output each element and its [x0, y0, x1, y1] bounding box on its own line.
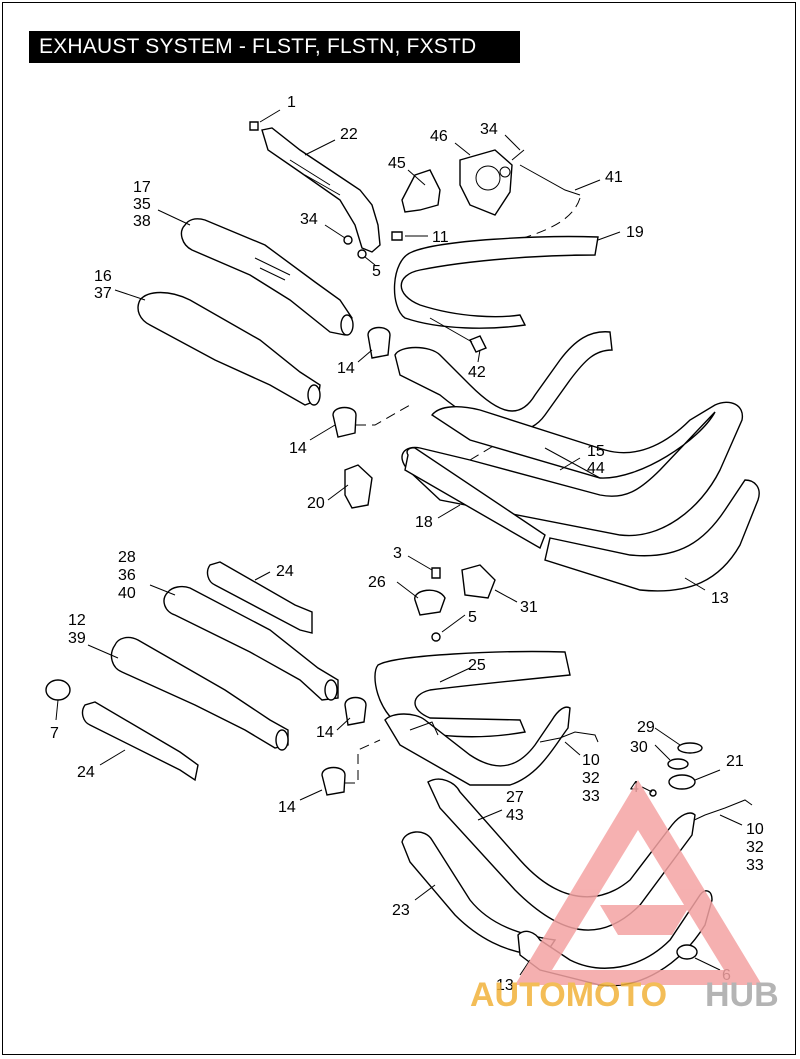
callout-16: 16: [94, 268, 112, 285]
callout-37: 37: [94, 285, 112, 302]
band-clamp-7: [45, 679, 71, 701]
callout-45: 45: [388, 155, 406, 172]
callout-24b: 24: [77, 764, 95, 781]
callout-14b: 14: [289, 440, 307, 457]
shield-18: [404, 447, 546, 550]
pipe-19: [393, 235, 599, 329]
shield-24a: [206, 561, 313, 634]
callout-12: 12: [68, 612, 86, 629]
callout-43: 43: [506, 807, 524, 824]
clamp-14d: [321, 766, 346, 796]
callout-15: 15: [587, 443, 605, 460]
callout-34b: 34: [300, 211, 318, 228]
shield-24b: [81, 701, 199, 782]
callout-33a: 33: [582, 788, 600, 805]
callout-7: 7: [50, 725, 59, 742]
callout-14c: 14: [316, 724, 334, 741]
watermark-text-hub: HUB: [705, 976, 779, 1014]
callout-44: 44: [587, 460, 605, 477]
cable-41: [519, 164, 581, 196]
callout-5: 5: [372, 263, 381, 280]
callout-31: 31: [520, 599, 538, 616]
watermark-triangle-icon: [515, 780, 762, 985]
muffler-12: [110, 636, 289, 749]
collector-pipe: [394, 331, 613, 432]
callout-28: 28: [118, 549, 136, 566]
o2-sensor-10a: [539, 731, 599, 743]
ring-29: [677, 742, 703, 754]
clamp-14b: [332, 406, 357, 438]
o2-sensor-10b: [689, 799, 753, 823]
bracket-22: [261, 127, 381, 253]
clamp-14a: [367, 326, 391, 359]
callout-33b: 33: [746, 857, 764, 874]
clamp-14c: [344, 696, 367, 726]
clamp-6: [676, 944, 698, 960]
pipe-15: [401, 401, 744, 537]
gasket-21: [668, 774, 696, 790]
bracket-20: [344, 464, 373, 509]
watermark-logo: AUTOMOTO HUB: [470, 780, 779, 1014]
callout-20: 20: [307, 495, 325, 512]
clamp-26: [414, 589, 446, 616]
ring-30: [667, 758, 689, 770]
collector-bottom: [384, 706, 571, 786]
callout-11: 11: [432, 229, 449, 246]
callout-32a: 32: [582, 770, 600, 787]
callout-21: 21: [726, 753, 744, 770]
callout-14d: 14: [278, 799, 296, 816]
callout-25: 25: [468, 657, 486, 674]
callout-39: 39: [68, 630, 86, 647]
callout-13: 13: [711, 590, 729, 607]
callout-36: 36: [118, 567, 136, 584]
callout-14a: 14: [337, 360, 355, 377]
page-title: EXHAUST SYSTEM - FLSTF, FLSTN, FXSTD: [29, 31, 520, 63]
callout-17: 17: [133, 179, 151, 196]
actuator-46: [459, 149, 513, 216]
callout-27: 27: [506, 789, 524, 806]
callout-26: 26: [368, 574, 386, 591]
muffler-28: [163, 585, 339, 701]
pipe-13a: [544, 479, 760, 592]
callout-10b: 10: [746, 821, 764, 838]
callout-19: 19: [626, 224, 644, 241]
callout-22: 22: [340, 126, 358, 143]
callout-30: 30: [630, 739, 648, 756]
callout-18: 18: [415, 514, 433, 531]
callout-32b: 32: [746, 839, 764, 856]
callout-41: 41: [605, 169, 623, 186]
leader-lines: [55, 109, 743, 976]
callout-29: 29: [637, 719, 655, 736]
bracket-45: [401, 169, 441, 213]
callout-23: 23: [392, 902, 410, 919]
muffler-16: [137, 291, 321, 406]
callout-24a: 24: [276, 563, 294, 580]
callout-35: 35: [133, 196, 151, 213]
callout-5b: 5: [468, 609, 477, 626]
callout-10a: 10: [582, 752, 600, 769]
callout-46: 46: [430, 128, 448, 145]
watermark-text-auto: AUTOMOTO: [470, 976, 667, 1014]
callout-34: 34: [480, 121, 498, 138]
callout-1: 1: [287, 94, 296, 111]
callout-40: 40: [118, 585, 136, 602]
callout-42: 42: [468, 364, 486, 381]
bolt-1: [249, 121, 259, 131]
callout-13b: 13: [496, 977, 514, 994]
callout-38: 38: [133, 213, 151, 230]
callout-labels: 1 22 46 34 45 41 17 35 38 34 11 5 19 16 …: [50, 94, 764, 994]
callout-3: 3: [393, 545, 402, 562]
